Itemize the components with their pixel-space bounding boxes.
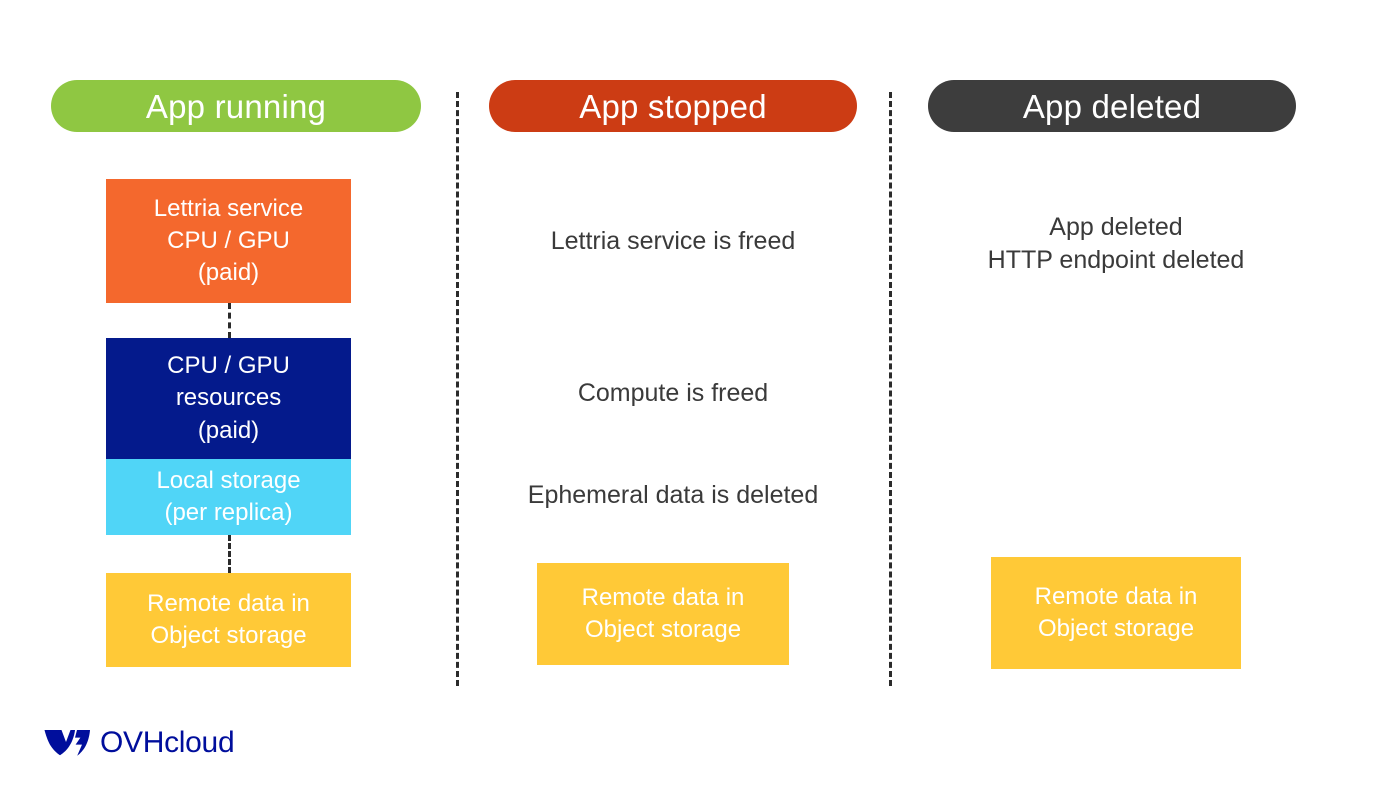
box-line: CPU / GPU [167, 226, 290, 254]
box-line: resources [175, 384, 282, 412]
box-line: Local storage [156, 466, 301, 494]
note-compute-freed: Compute is freed [577, 379, 769, 407]
ovhcloud-wordmark: OVHcloud [100, 725, 235, 759]
dashed-connector-lower [228, 535, 231, 573]
box-line: Remote data in [1034, 582, 1198, 610]
box-line: (paid) [197, 416, 260, 444]
box-line: Lettria service [153, 194, 304, 222]
ovhcloud-logo: OVHcloud [44, 725, 235, 759]
box-line: Object storage [150, 622, 307, 649]
note-app-http-endpoint-deleted: App deleted HTTP endpoint deleted [987, 213, 1245, 274]
dashed-connector-upper [228, 303, 231, 338]
box-line: (per replica) [164, 499, 293, 526]
column-divider-left [456, 92, 459, 686]
box-remote-object-storage-stopped: Remote data in Object storage [537, 563, 789, 665]
note-lettria-service-freed: Lettria service is freed [550, 227, 796, 255]
box-line: Remote data in [147, 589, 310, 617]
box-remote-object-storage-deleted: Remote data in Object storage [991, 557, 1241, 669]
box-line: Remote data in [581, 583, 745, 611]
box-lettria-service: Lettria service CPU / GPU (paid) [106, 179, 351, 303]
column-header-app-deleted: App deleted [928, 80, 1296, 132]
note-ephemeral-data-deleted: Ephemeral data is deleted [527, 481, 819, 509]
ovhcloud-mark-icon [44, 730, 90, 756]
box-remote-object-storage-running: Remote data in Object storage [106, 573, 351, 667]
box-cpu-gpu-resources: CPU / GPU resources (paid) [106, 338, 351, 459]
column-divider-right [889, 92, 892, 686]
box-line: CPU / GPU [167, 352, 290, 380]
box-line: Object storage [584, 616, 742, 643]
box-line: (paid) [197, 259, 260, 287]
box-local-storage: Local storage (per replica) [106, 459, 351, 535]
column-header-app-stopped: App stopped [489, 80, 857, 132]
column-header-app-running: App running [51, 80, 421, 132]
box-line: Object storage [1037, 615, 1195, 642]
